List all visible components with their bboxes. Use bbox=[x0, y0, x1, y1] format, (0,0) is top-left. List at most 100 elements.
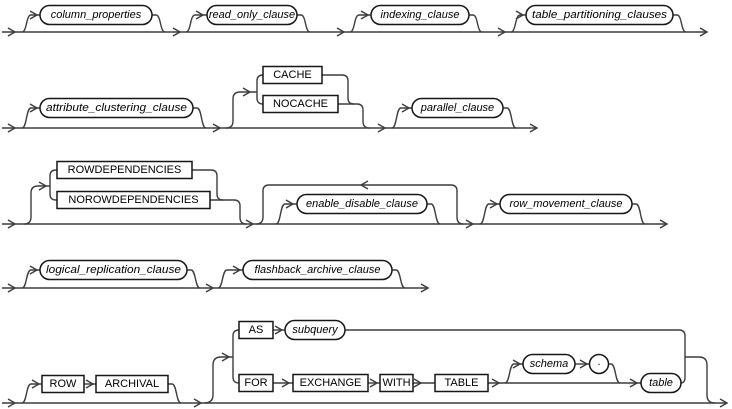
node-exchange: EXCHANGE bbox=[292, 373, 369, 393]
node-row-keyword: ROW bbox=[41, 374, 85, 394]
node-with-keyword: WITH bbox=[379, 373, 414, 393]
node-column-properties: column_properties bbox=[39, 4, 153, 26]
label-nocache: NOCACHE bbox=[273, 98, 328, 110]
label-indexing-clause: indexing_clause bbox=[381, 9, 460, 21]
arrow-right-icon bbox=[659, 219, 669, 229]
label-dot: . bbox=[597, 356, 600, 368]
label-with-keyword: WITH bbox=[382, 377, 410, 389]
arrow-left-icon bbox=[359, 180, 369, 190]
node-dot: . bbox=[588, 353, 610, 375]
arrow-right-icon bbox=[369, 378, 379, 388]
label-column-properties: column_properties bbox=[51, 9, 142, 21]
label-subquery: subquery bbox=[292, 324, 339, 336]
arrow-right-icon bbox=[515, 10, 525, 20]
arrow-right-icon bbox=[413, 378, 423, 388]
label-flashback-archive-clause: flashback_archive_clause bbox=[255, 264, 381, 276]
node-table-partitioning-clauses: table_partitioning_clauses bbox=[525, 4, 674, 26]
label-norowdependencies: NOROWDEPENDENCIES bbox=[68, 194, 198, 206]
arrow-right-icon bbox=[491, 378, 501, 388]
label-archival: ARCHIVAL bbox=[105, 378, 159, 390]
arrow-right-icon bbox=[377, 123, 387, 133]
arrow-right-icon bbox=[29, 103, 39, 113]
arrow-right-icon bbox=[205, 283, 215, 293]
arrow-right-icon bbox=[360, 10, 370, 20]
node-cache: CACHE bbox=[262, 65, 323, 85]
label-row-keyword: ROW bbox=[50, 378, 78, 390]
node-for-keyword: FOR bbox=[238, 373, 274, 393]
arrow-right-icon bbox=[401, 103, 411, 113]
arrow-right-icon bbox=[274, 325, 284, 335]
label-exchange: EXCHANGE bbox=[300, 377, 362, 389]
arrows bbox=[7, 10, 729, 408]
rails-row1 bbox=[2, 14, 707, 33]
arrow-right-icon bbox=[719, 398, 729, 408]
label-as-keyword: AS bbox=[249, 324, 264, 336]
label-read-only-clause: read_only_clause bbox=[209, 9, 295, 21]
arrow-right-icon bbox=[699, 27, 709, 37]
arrow-right-icon bbox=[212, 123, 222, 133]
arrow-right-icon bbox=[172, 27, 182, 37]
label-table-partitioning-clauses: table_partitioning_clauses bbox=[532, 9, 668, 21]
label-logical-replication-clause: logical_replication_clause bbox=[46, 264, 181, 276]
arrow-right-icon bbox=[221, 352, 231, 362]
arrow-right-icon bbox=[529, 123, 539, 133]
node-table: table bbox=[640, 372, 682, 394]
label-cache: CACHE bbox=[273, 69, 312, 81]
label-rowdependencies: ROWDEPENDENCIES bbox=[68, 164, 182, 176]
node-norowdependencies: NOROWDEPENDENCIES bbox=[56, 190, 211, 210]
arrow-right-icon bbox=[38, 181, 48, 191]
node-as-keyword: AS bbox=[238, 320, 274, 340]
arrow-right-icon bbox=[195, 10, 205, 20]
arrow-right-icon bbox=[420, 283, 430, 293]
node-parallel-clause: parallel_clause bbox=[411, 97, 504, 119]
label-table: table bbox=[649, 377, 673, 389]
label-table-keyword: TABLE bbox=[444, 377, 478, 389]
arrow-right-icon bbox=[232, 265, 242, 275]
arrow-right-icon bbox=[7, 398, 17, 408]
rails-row2 bbox=[2, 74, 537, 129]
label-row-movement-clause: row_movement_clause bbox=[509, 198, 622, 210]
node-indexing-clause: indexing_clause bbox=[370, 4, 470, 26]
rails-row4 bbox=[2, 269, 428, 289]
arrow-right-icon bbox=[285, 199, 295, 209]
arrow-right-icon bbox=[29, 265, 39, 275]
arrow-right-icon bbox=[242, 87, 252, 97]
label-attribute-clustering-clause: attribute_clustering_clause bbox=[46, 102, 187, 114]
node-flashback-archive-clause: flashback_archive_clause bbox=[242, 259, 393, 281]
rail-subquery bbox=[345, 329, 686, 357]
arrow-right-icon bbox=[281, 378, 291, 388]
arrow-right-icon bbox=[245, 219, 255, 229]
arrow-right-icon bbox=[579, 359, 589, 369]
arrow-right-icon bbox=[489, 199, 499, 209]
arrow-right-icon bbox=[31, 379, 41, 389]
label-parallel-clause: parallel_clause bbox=[420, 102, 494, 114]
rails-row3 bbox=[2, 169, 667, 225]
node-row-movement-clause: row_movement_clause bbox=[499, 193, 633, 215]
rail-merge-out bbox=[685, 356, 716, 404]
node-archival: ARCHIVAL bbox=[95, 374, 169, 394]
arrow-right-icon bbox=[629, 378, 639, 388]
node-logical-replication-clause: logical_replication_clause bbox=[39, 259, 188, 281]
arrow-right-icon bbox=[7, 283, 17, 293]
node-table-keyword: TABLE bbox=[434, 373, 489, 393]
arrow-right-icon bbox=[497, 27, 507, 37]
arrow-right-icon bbox=[465, 219, 475, 229]
node-nocache: NOCACHE bbox=[262, 94, 339, 114]
arrow-right-icon bbox=[336, 27, 346, 37]
label-enable-disable-clause: enable_disable_clause bbox=[306, 198, 418, 210]
arrow-right-icon bbox=[512, 359, 522, 369]
arrow-right-icon bbox=[7, 123, 17, 133]
node-subquery: subquery bbox=[284, 319, 346, 341]
arrow-right-icon bbox=[7, 27, 17, 37]
arrow-right-icon bbox=[7, 219, 17, 229]
node-schema: schema bbox=[522, 353, 576, 375]
node-attribute-clustering-clause: attribute_clustering_clause bbox=[39, 97, 194, 119]
node-rowdependencies: ROWDEPENDENCIES bbox=[56, 160, 193, 180]
label-schema: schema bbox=[530, 358, 569, 370]
node-read-only-clause: read_only_clause bbox=[206, 4, 298, 26]
arrow-right-icon bbox=[29, 10, 39, 20]
node-enable-disable-clause: enable_disable_clause bbox=[296, 193, 428, 215]
arrow-right-icon bbox=[193, 398, 203, 408]
